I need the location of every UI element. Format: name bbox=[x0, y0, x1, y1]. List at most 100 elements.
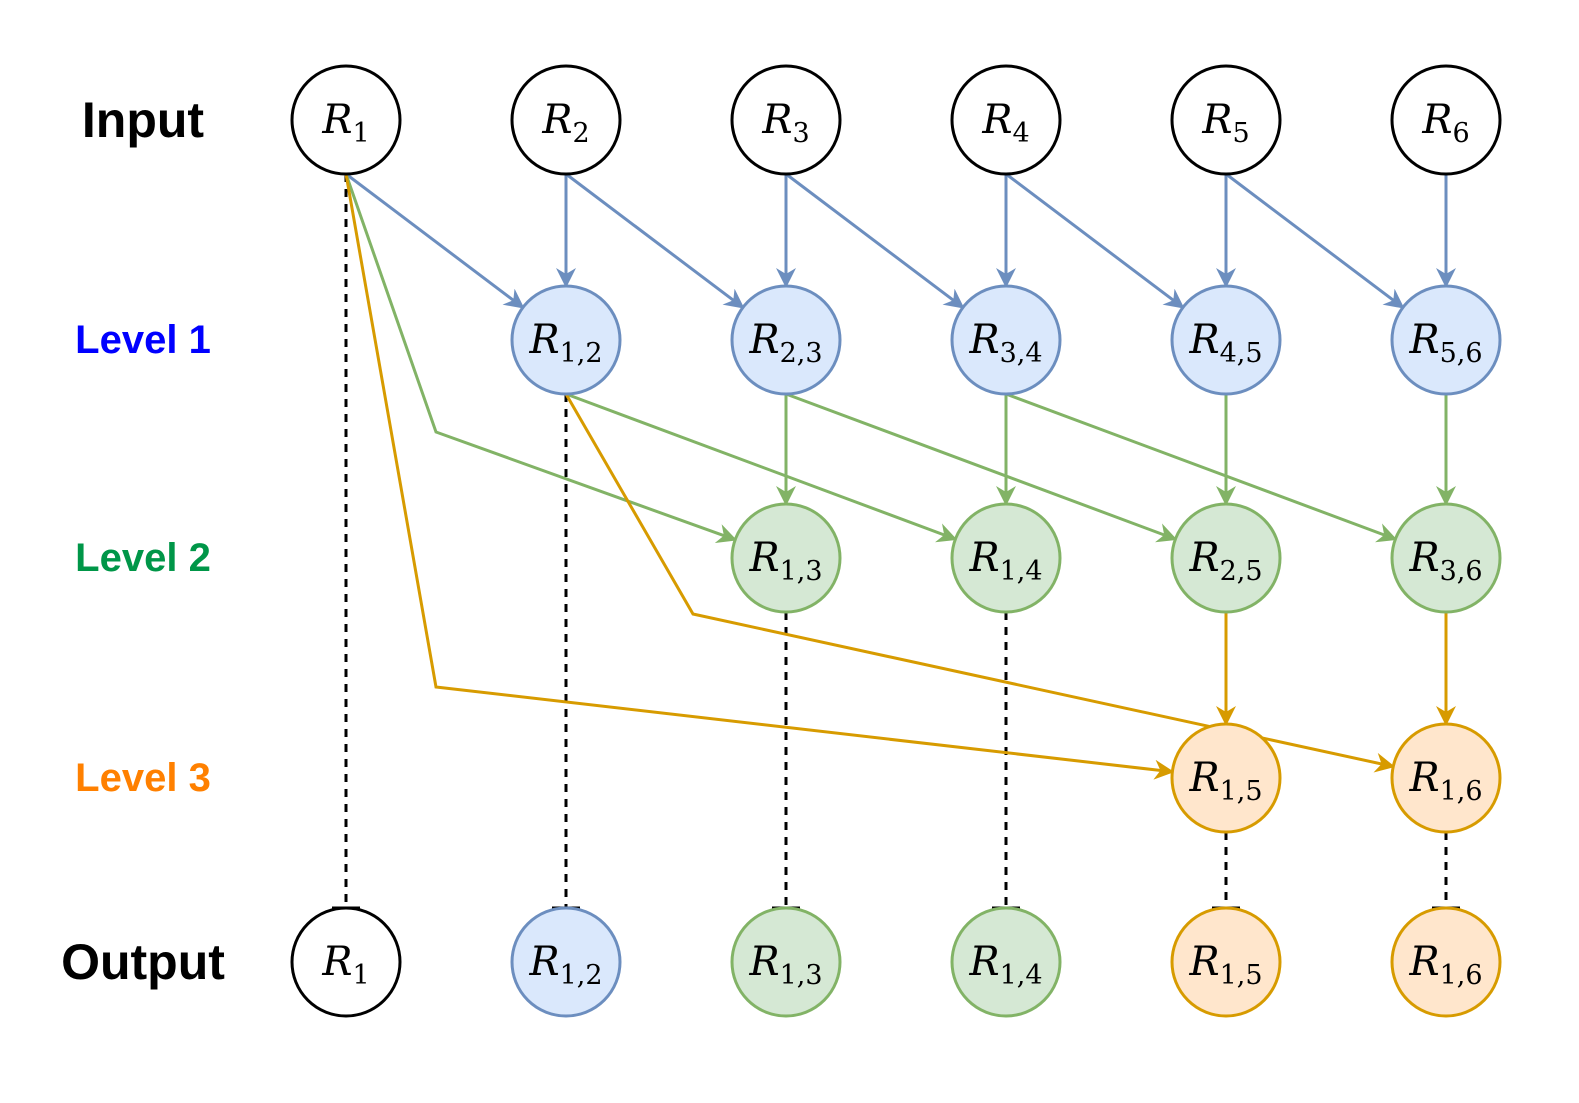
node-out4: R1,4 bbox=[950, 906, 1062, 1018]
node-label-main: R bbox=[1408, 317, 1439, 363]
node-label-subscript: 1,5 bbox=[1220, 960, 1263, 991]
node-label-subscript: 2 bbox=[572, 118, 589, 149]
node-label-main: R bbox=[1188, 755, 1219, 801]
node-label-subscript: 5,6 bbox=[1440, 338, 1483, 369]
node-l2_36: R3,6 bbox=[1390, 502, 1502, 614]
node-label: R5,6 bbox=[1408, 317, 1482, 369]
node-label-main: R bbox=[1408, 755, 1439, 801]
node-label: R1,4 bbox=[968, 535, 1042, 587]
node-circle bbox=[1170, 722, 1282, 834]
node-in5: R5 bbox=[1170, 64, 1282, 176]
node-label-subscript: 1,2 bbox=[560, 960, 603, 991]
node-label-subscript: 1,6 bbox=[1440, 776, 1483, 807]
row-label-level2: Level 2 bbox=[75, 536, 211, 580]
node-circle bbox=[950, 284, 1062, 396]
node-out1: R1 bbox=[290, 906, 402, 1018]
node-label-subscript: 2,5 bbox=[1220, 556, 1263, 587]
row-label-input: Input bbox=[82, 92, 205, 148]
node-label-main: R bbox=[981, 97, 1012, 143]
edge-l1_23-to-l2_25 bbox=[785, 392, 1178, 543]
edge-l1_34-to-l2_36 bbox=[1005, 392, 1398, 543]
node-circle bbox=[730, 284, 842, 396]
node-label: R1,6 bbox=[1408, 939, 1482, 991]
node-l1_34: R3,4 bbox=[950, 284, 1062, 396]
row-label-output: Output bbox=[61, 934, 225, 990]
node-out6: R1,6 bbox=[1390, 906, 1502, 1018]
node-circle bbox=[950, 502, 1062, 614]
node-label-main: R bbox=[1408, 939, 1439, 985]
dependency-edges bbox=[344, 172, 1456, 780]
node-in4: R4 bbox=[950, 64, 1062, 176]
edge-in1-to-l3_15 bbox=[344, 173, 1175, 780]
node-l3_16: R1,6 bbox=[1390, 722, 1502, 834]
edge-in1-to-l2_13 bbox=[344, 173, 738, 544]
node-label-subscript: 1,3 bbox=[780, 556, 823, 587]
node-label: R2,3 bbox=[748, 317, 822, 369]
node-label-subscript: 4 bbox=[1012, 118, 1029, 149]
node-circle bbox=[1170, 502, 1282, 614]
node-out5: R1,5 bbox=[1170, 906, 1282, 1018]
row-label-level1: Level 1 bbox=[75, 318, 211, 362]
node-circle bbox=[1390, 906, 1502, 1018]
node-label-main: R bbox=[968, 317, 999, 363]
node-label-subscript: 1,6 bbox=[1440, 960, 1483, 991]
node-circle bbox=[950, 64, 1062, 176]
node-l2_14: R1,4 bbox=[950, 502, 1062, 614]
node-l1_45: R4,5 bbox=[1170, 284, 1282, 396]
node-circle bbox=[950, 906, 1062, 1018]
node-in2: R2 bbox=[510, 64, 622, 176]
node-circle bbox=[1170, 906, 1282, 1018]
node-label-main: R bbox=[761, 97, 792, 143]
node-label-main: R bbox=[528, 939, 559, 985]
node-label: R1,4 bbox=[968, 939, 1042, 991]
node-label-subscript: 5 bbox=[1232, 118, 1249, 149]
node-label-main: R bbox=[1188, 939, 1219, 985]
node-label: R1,2 bbox=[528, 317, 602, 369]
node-l3_15: R1,5 bbox=[1170, 722, 1282, 834]
edge-in4-to-l1_45 bbox=[1005, 172, 1185, 309]
node-label: R1,6 bbox=[1408, 755, 1482, 807]
node-label-main: R bbox=[968, 939, 999, 985]
node-label: R4,5 bbox=[1188, 317, 1262, 369]
node-circle bbox=[1170, 284, 1282, 396]
node-label-subscript: 4,5 bbox=[1220, 338, 1263, 369]
node-label-main: R bbox=[528, 317, 559, 363]
node-circle bbox=[730, 906, 842, 1018]
node-out3: R1,3 bbox=[730, 906, 842, 1018]
node-label: R6 bbox=[1421, 97, 1469, 149]
node-label: R1,2 bbox=[528, 939, 602, 991]
node-circle bbox=[1390, 722, 1502, 834]
node-label: R1 bbox=[321, 939, 369, 991]
edge-in3-to-l1_34 bbox=[785, 172, 965, 309]
node-label-main: R bbox=[321, 97, 352, 143]
node-label-subscript: 1 bbox=[352, 118, 369, 149]
node-label-subscript: 3,4 bbox=[1000, 338, 1043, 369]
node-label-main: R bbox=[1188, 535, 1219, 581]
node-l1_56: R5,6 bbox=[1390, 284, 1502, 396]
edge-in2-to-l1_23 bbox=[565, 172, 745, 309]
passthrough-lines bbox=[332, 174, 1460, 910]
node-circle bbox=[1390, 284, 1502, 396]
node-label-subscript: 1,2 bbox=[560, 338, 603, 369]
node-label-main: R bbox=[541, 97, 572, 143]
node-circle bbox=[1390, 502, 1502, 614]
node-label-main: R bbox=[321, 939, 352, 985]
node-label-subscript: 6 bbox=[1452, 118, 1469, 149]
node-label: R2 bbox=[541, 97, 589, 149]
node-l2_13: R1,3 bbox=[730, 502, 842, 614]
node-in6: R6 bbox=[1390, 64, 1502, 176]
node-label-main: R bbox=[968, 535, 999, 581]
node-label-subscript: 1,4 bbox=[1000, 960, 1043, 991]
edge-in5-to-l1_56 bbox=[1225, 172, 1405, 309]
node-in3: R3 bbox=[730, 64, 842, 176]
node-label-main: R bbox=[1188, 317, 1219, 363]
node-label: R1,5 bbox=[1188, 939, 1262, 991]
node-circle bbox=[510, 906, 622, 1018]
node-label: R1,3 bbox=[748, 535, 822, 587]
node-circle bbox=[290, 64, 402, 176]
node-label-main: R bbox=[1421, 97, 1452, 143]
node-label-main: R bbox=[748, 317, 779, 363]
